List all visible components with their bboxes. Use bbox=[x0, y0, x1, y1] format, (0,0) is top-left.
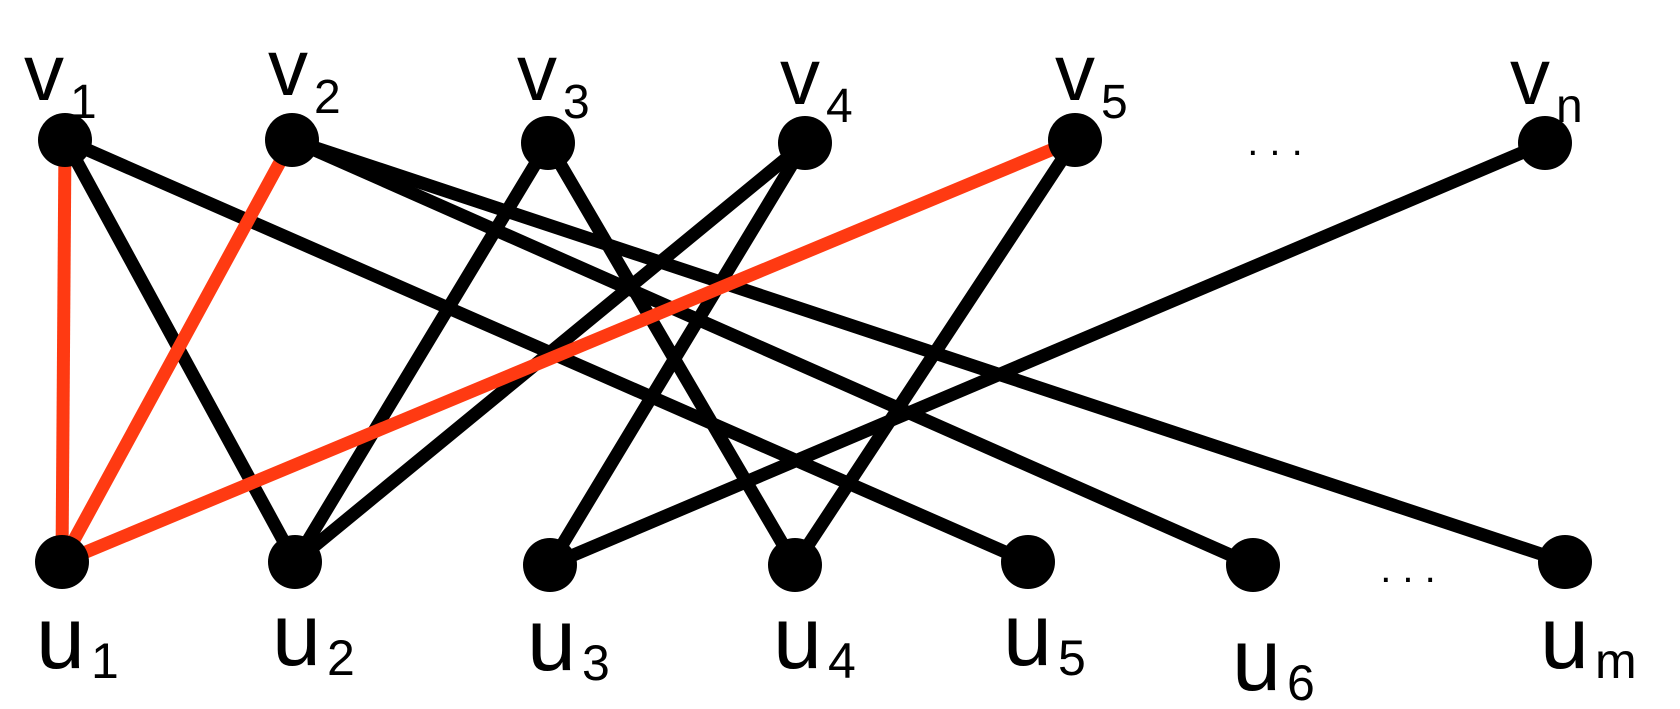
label-u3-base: u bbox=[527, 590, 576, 689]
highlighted-edge-v1-u1 bbox=[55, 139, 72, 563]
label-vn-base: v bbox=[1510, 32, 1550, 121]
node-v4 bbox=[778, 116, 832, 170]
label-u2-base: u bbox=[272, 585, 321, 684]
node-v5 bbox=[1048, 113, 1102, 167]
label-um-subscript: m bbox=[1595, 633, 1637, 689]
edge-v4-u3 bbox=[544, 139, 811, 569]
label-vn-subscript: n bbox=[1556, 80, 1583, 133]
edge-vn-u3 bbox=[547, 137, 1548, 571]
bottom-ellipsis: . . . bbox=[1380, 547, 1436, 591]
label-v2-subscript: 2 bbox=[314, 71, 341, 124]
node-v1 bbox=[38, 113, 92, 167]
label-v1-base: v bbox=[24, 28, 64, 117]
label-v5-subscript: 5 bbox=[1101, 76, 1128, 129]
label-v1-subscript: 1 bbox=[70, 76, 97, 129]
highlighted-edge-v5-u1 bbox=[59, 133, 1078, 569]
label-u4-base: u bbox=[773, 588, 822, 687]
node-u5 bbox=[1001, 535, 1055, 589]
label-u1-base: u bbox=[36, 588, 85, 687]
edge-v5-u4 bbox=[789, 136, 1081, 569]
label-u5-base: u bbox=[1003, 585, 1052, 684]
label-u6-base: u bbox=[1232, 610, 1281, 709]
label-u4-subscript: 4 bbox=[828, 633, 856, 689]
edge-v2-u6 bbox=[289, 134, 1256, 571]
top-ellipsis: . . . bbox=[1247, 120, 1303, 164]
label-v4-base: v bbox=[780, 32, 820, 121]
node-v3 bbox=[521, 116, 575, 170]
node-u1 bbox=[35, 535, 89, 589]
label-u3-subscript: 3 bbox=[582, 635, 610, 691]
node-u2 bbox=[268, 535, 322, 589]
edge-v3-u2 bbox=[289, 139, 554, 566]
label-v2-base: v bbox=[268, 23, 308, 112]
edges-layer bbox=[55, 133, 1568, 571]
label-v3-subscript: 3 bbox=[563, 76, 590, 129]
label-u1-subscript: 1 bbox=[91, 633, 119, 689]
node-u4 bbox=[768, 538, 822, 592]
label-u2-subscript: 2 bbox=[327, 630, 355, 686]
node-um bbox=[1538, 535, 1592, 589]
label-um-base: u bbox=[1540, 588, 1589, 687]
node-u3 bbox=[523, 538, 577, 592]
label-v4-subscript: 4 bbox=[826, 80, 853, 133]
label-u5-subscript: 5 bbox=[1058, 630, 1086, 686]
nodes-layer bbox=[35, 113, 1592, 592]
node-v2 bbox=[265, 113, 319, 167]
node-u6 bbox=[1226, 538, 1280, 592]
label-v3-base: v bbox=[517, 28, 557, 117]
label-u6-subscript: 6 bbox=[1287, 655, 1315, 709]
label-v5-base: v bbox=[1055, 28, 1095, 117]
node-vn bbox=[1518, 116, 1572, 170]
highlighted-edge-v2-u1 bbox=[56, 136, 298, 566]
